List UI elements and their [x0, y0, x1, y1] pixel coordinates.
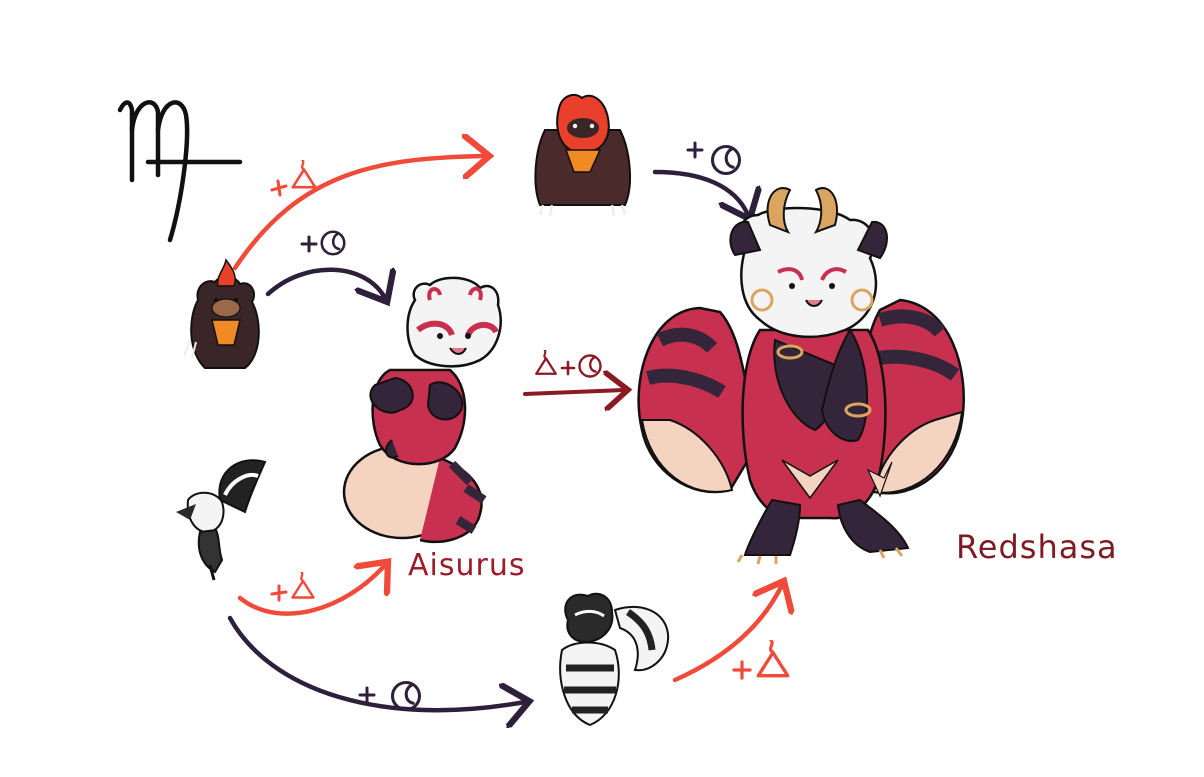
fire-plus-moon-stone-icon	[535, 350, 602, 378]
plus-fire-stone-icon	[270, 160, 317, 197]
redshasa-creature	[637, 187, 965, 565]
plus-fire-stone-icon	[270, 572, 315, 602]
fire-evolution-arrow-to-aisurus	[237, 565, 385, 616]
plus-fire-stone-icon	[732, 640, 790, 680]
plus-moon-stone-icon	[300, 230, 346, 256]
aisurus-creature	[342, 276, 502, 544]
moon-evolution-arrow-to-aisurus	[265, 270, 385, 298]
plus-moon-stone-icon	[686, 141, 742, 176]
small-bear-creature	[183, 258, 260, 369]
combined-evolution-arrow	[523, 390, 624, 394]
moon-evolution-arrow-bottom	[227, 615, 525, 710]
plus-moon-stone-icon	[358, 680, 422, 712]
raccoon-creature	[559, 592, 670, 727]
moon-evolution-arrow-to-redshasa	[652, 169, 748, 215]
redshasa-name-label: Redshasa	[956, 528, 1118, 566]
scorpio-sign-icon	[117, 100, 243, 243]
fire-evolution-arrow-top	[232, 156, 485, 271]
fire-evolution-arrow-to-redshasa	[672, 585, 782, 683]
aisurus-name-label: Aisurus	[408, 548, 526, 583]
fire-bear-creature	[534, 93, 631, 217]
skunk-creature	[176, 459, 267, 581]
